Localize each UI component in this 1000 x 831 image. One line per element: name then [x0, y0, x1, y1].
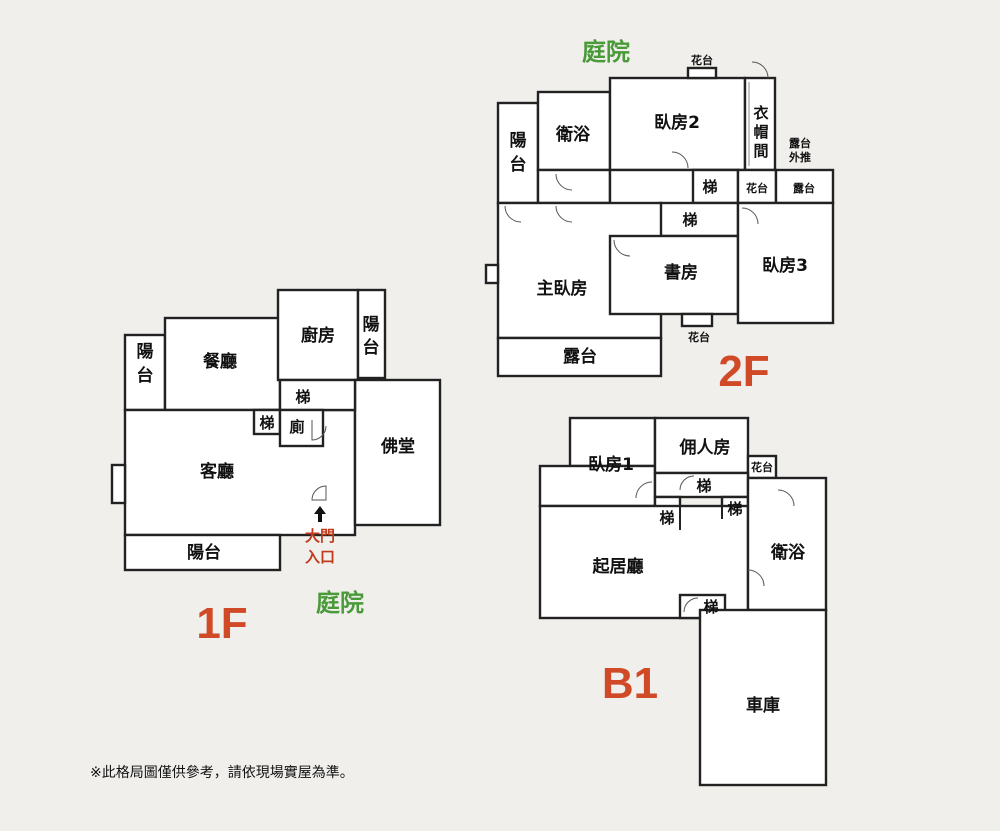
- f1-buddha-hall-label: 佛堂: [380, 436, 415, 457]
- f2-balcony-label-1: 陽: [510, 131, 527, 151]
- b1-door-maid: [679, 475, 695, 491]
- f1-entry-arrow: [314, 506, 326, 522]
- b1-door-family: [747, 569, 765, 587]
- f2-stair-b-label: 梯: [682, 211, 697, 229]
- f1-balcony-right-label: 陽: [363, 315, 380, 335]
- f2-door-bed3: [741, 207, 759, 225]
- f1-floor-label: 1F: [196, 599, 247, 648]
- b1-family-room-label: 起居廳: [592, 556, 644, 577]
- f2-yard-label: 庭院: [582, 38, 630, 66]
- f1-balcony-bottom: [123, 533, 282, 572]
- b1-bedroom1-upper: [568, 416, 657, 468]
- b1-bath: [746, 476, 828, 612]
- f2-bedroom2-label: 臥房2: [654, 112, 700, 133]
- b1-stair-b-label: 梯: [659, 509, 674, 527]
- f1-entry-label-1: 大門: [305, 527, 335, 545]
- f2-closet-label-1: 衣: [753, 104, 768, 122]
- f2-planter-top-label: 花台: [691, 53, 713, 67]
- f2-balcony: [496, 101, 540, 205]
- f1-balcony-right-label-2: 台: [363, 337, 380, 358]
- b1-door-bed1: [635, 481, 653, 499]
- f1-balcony-left-label: 陽: [137, 342, 154, 362]
- f2-terrace-small-label: 露台: [793, 181, 815, 195]
- b1-door-bath: [777, 489, 795, 507]
- f1-dining: [163, 316, 282, 412]
- floor-1f: 陽 台 餐廳 廚房 陽 台 梯 梯 廁 客廳 佛堂 陽台 大門 入口 庭院 1F: [110, 288, 442, 648]
- f1-toilet-label: 廁: [289, 418, 304, 436]
- f2-bay: [484, 263, 500, 285]
- f2-stair-a: [691, 168, 740, 205]
- b1-planter-label: 花台: [751, 460, 773, 474]
- f2-master-label: 主臥房: [537, 278, 588, 299]
- f2-terrace-canopy-label-1: 露台: [789, 136, 811, 150]
- b1-stair-zone: [653, 471, 750, 499]
- f2-stair-b: [658, 201, 740, 238]
- f1-stair-left: [252, 408, 282, 436]
- f2-closet-label-3: 間: [753, 142, 768, 160]
- f2-floor-label: 2F: [718, 347, 769, 396]
- f2-bath-label: 衛浴: [555, 124, 591, 145]
- f2-bath-lower: [536, 168, 612, 205]
- b1-stair-d-label: 梯: [703, 598, 718, 616]
- f2-study: [608, 234, 740, 316]
- f1-balcony-bottom-label: 陽台: [187, 542, 221, 563]
- f2-planter-top: [686, 66, 718, 80]
- f2-door-study: [613, 239, 631, 257]
- f1-balcony-right: [356, 288, 387, 380]
- f2-planter-bottom-label: 花台: [688, 330, 710, 344]
- f1-stair-left-label: 梯: [259, 414, 274, 432]
- f2-stair-a-label: 梯: [702, 178, 717, 196]
- f2-terrace-label: 露台: [563, 346, 597, 367]
- b1-door-stair: [683, 597, 699, 613]
- f2-closet: [743, 76, 777, 172]
- f2-planter-bottom: [680, 312, 714, 328]
- f1-door-toilet: [311, 420, 327, 441]
- b1-bedroom1-label: 臥房1: [588, 454, 634, 475]
- b1-stair-a-label: 梯: [696, 477, 711, 495]
- f1-balcony-left-label-2: 台: [137, 365, 154, 386]
- b1-notch: [679, 505, 723, 530]
- f2-balcony-label-2: 台: [510, 154, 527, 175]
- f2-study-label: 書房: [664, 262, 698, 283]
- f1-door-entry: [311, 485, 327, 501]
- f2-bedroom3: [736, 201, 835, 325]
- f2-door-bed2: [671, 151, 689, 169]
- f1-living-label: 客廳: [199, 461, 234, 482]
- b1-garage-label: 車庫: [746, 695, 780, 716]
- f2-closet-label-2: 帽: [753, 123, 768, 141]
- b1-stair-c-label: 梯: [727, 500, 742, 518]
- f2-bedroom3-label: 臥房3: [762, 255, 808, 276]
- b1-floor-label: B1: [602, 659, 658, 708]
- f1-kitchen-label: 廚房: [301, 325, 335, 346]
- f1-stair-top-label: 梯: [295, 388, 310, 406]
- f2-door-bath-a: [555, 173, 573, 191]
- floor-b1: 臥房1 佣人房 花台 梯 梯 梯 起居廳 衛浴 梯 車庫 B1: [538, 416, 828, 787]
- floor-2f: 庭院 花台 陽 台 衛浴 臥房2 衣 帽 間 露台 外推 梯 梯 花台 露台 主…: [484, 38, 835, 396]
- f2-door-master: [555, 205, 573, 223]
- f2-door-bath-b: [504, 205, 522, 223]
- f1-yard-label: 庭院: [316, 589, 364, 617]
- f1-stair-top: [278, 378, 357, 412]
- f1-buddha-hall: [353, 378, 442, 527]
- disclaimer-footnote: ※此格局圖僅供參考，請依現場實屋為準。: [90, 765, 354, 781]
- f2-planter-mid: [736, 168, 778, 205]
- f2-terrace-canopy-label-2: 外推: [788, 150, 811, 164]
- b1-garage: [698, 608, 828, 787]
- b1-bath-label: 衛浴: [770, 542, 806, 563]
- b1-maid-room-label: 佣人房: [679, 437, 731, 458]
- f1-entry-label-2: 入口: [305, 548, 335, 566]
- f1-dining-label: 餐廳: [203, 351, 237, 372]
- f2-bath: [536, 90, 612, 172]
- f2-terrace: [496, 336, 663, 378]
- f2-planter-mid-label: 花台: [746, 181, 768, 195]
- f1-bay: [110, 463, 127, 505]
- f2-door-closet: [751, 61, 769, 79]
